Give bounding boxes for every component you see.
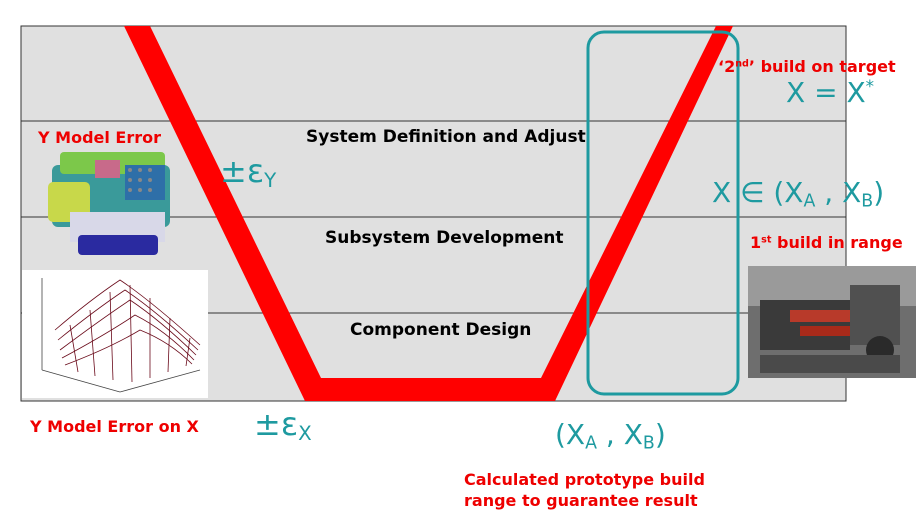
y-model-error-on-x-label: Y Model Error on X (30, 417, 199, 436)
xab-open-text: (X (555, 418, 585, 451)
epsilon-x-subscript: X (298, 422, 312, 445)
target-equation: X = X* (786, 76, 874, 109)
xab-b-sub: B (643, 433, 655, 453)
epsilon-x-label: ±εX (254, 405, 312, 445)
xab-range-expression: (XA , XB) (555, 418, 666, 453)
second-build-label: ‘2nd’ build on target (718, 57, 896, 76)
first-build-label: 1st build in range (750, 233, 903, 252)
range-comma-text: , X (815, 176, 861, 209)
level-label-system: System Definition and Adjust (306, 127, 586, 147)
first-build-rest: build in range (771, 233, 902, 252)
second-build-rest: ’ build on target (749, 57, 896, 76)
epsilon-y-label: ±εY (220, 152, 276, 192)
first-build-num: 1 (750, 233, 761, 252)
target-equation-text: X = X (786, 76, 866, 109)
range-b-sub: B (861, 191, 873, 211)
y-model-error-label: Y Model Error (38, 128, 161, 147)
xab-close-text: ) (655, 418, 666, 451)
engine-photo-icon (748, 266, 916, 378)
epsilon-y-subscript: Y (264, 169, 276, 192)
second-build-open: ‘2 (718, 57, 735, 76)
first-build-sup: st (761, 234, 771, 245)
target-equation-sup: * (866, 76, 874, 96)
xab-a-sub: A (585, 433, 597, 453)
range-a-sub: A (803, 191, 815, 211)
epsilon-x-text: ±ε (254, 405, 298, 443)
range-x-text: X ∈ (X (712, 176, 803, 209)
calculated-range-line1: Calculated prototype build (464, 470, 705, 489)
level-label-component: Component Design (350, 320, 531, 340)
epsilon-y-text: ±ε (220, 152, 264, 190)
range-close-text: ) (873, 176, 884, 209)
range-expression: X ∈ (XA , XB) (712, 176, 884, 211)
second-build-sup: nd (735, 58, 749, 69)
calculated-range-line2: range to guarantee result (464, 491, 698, 510)
level-label-subsystem: Subsystem Development (325, 228, 564, 248)
xab-comma-text: , X (597, 418, 643, 451)
surface-plot-icon (22, 270, 208, 398)
